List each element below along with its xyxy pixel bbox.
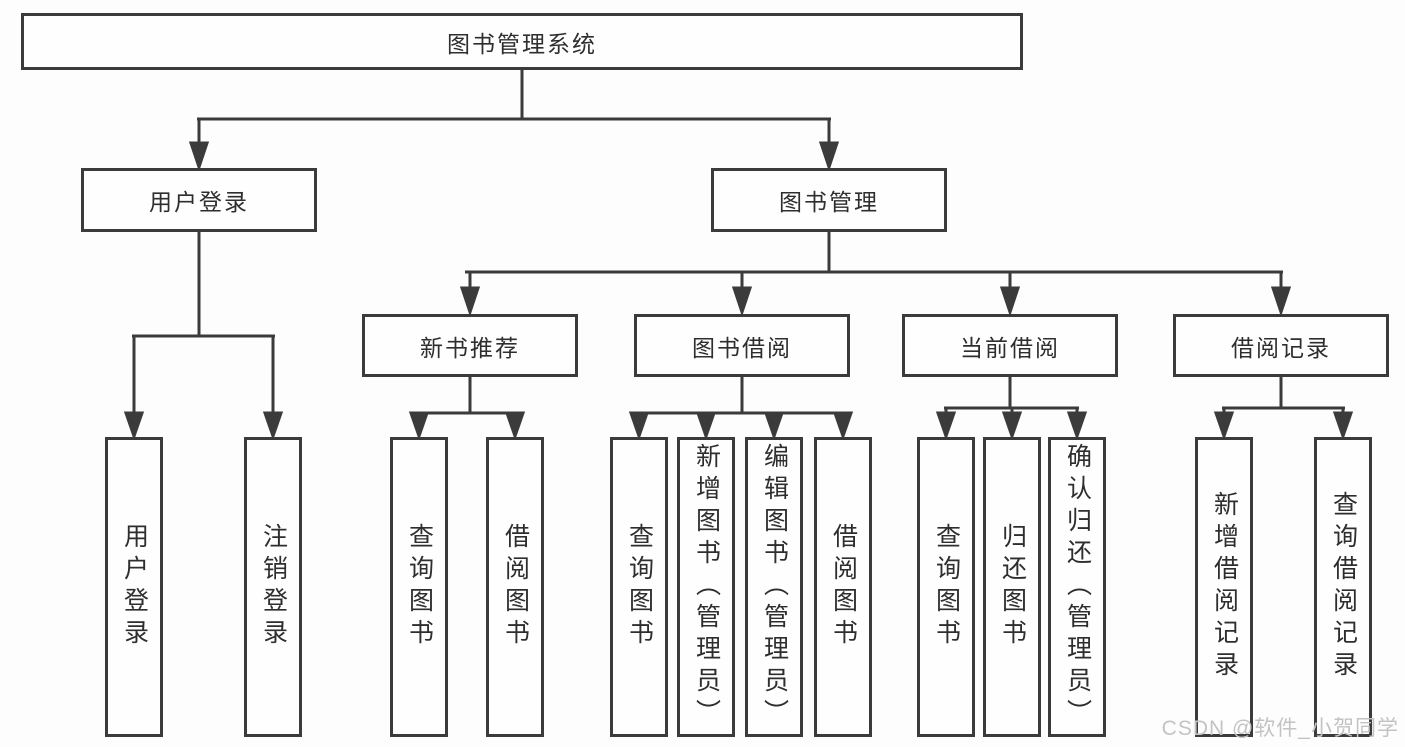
- node-book-mgmt-label: 图书管理: [779, 189, 879, 215]
- csdn-watermark: CSDN @软件_小贺同学: [1161, 717, 1399, 740]
- arrowhead: [262, 411, 284, 441]
- node-borrow-record-label: 借阅记录: [1231, 334, 1331, 361]
- arrowhead: [999, 286, 1021, 317]
- node-leaf-br-add-label: 新增借阅记录: [1210, 491, 1239, 683]
- arrowhead: [695, 411, 717, 441]
- node-leaf-rec-query: 查询图书: [390, 437, 448, 737]
- node-user-login: 用户登录: [81, 168, 317, 232]
- node-new-book-rec-label: 新书推荐: [420, 334, 520, 361]
- arrowhead: [504, 411, 526, 441]
- arrowhead: [1270, 286, 1292, 317]
- node-leaf-br-add: 新增借阅记录: [1195, 437, 1253, 737]
- arrowhead: [459, 286, 481, 317]
- node-book-borrow: 图书借阅: [634, 314, 850, 377]
- arrowhead: [935, 411, 957, 441]
- node-leaf-user-login-label: 用户登录: [120, 523, 149, 651]
- node-leaf-rec-query-label: 查询图书: [405, 523, 434, 651]
- node-leaf-bb-edit-label: 编辑图书（管理员）: [760, 443, 789, 731]
- arrowhead: [188, 141, 210, 172]
- node-book-mgmt: 图书管理: [711, 168, 947, 232]
- arrowhead: [731, 286, 753, 317]
- node-new-book-rec: 新书推荐: [362, 314, 578, 377]
- node-root-label: 图书管理系统: [447, 30, 597, 57]
- arrowhead: [1001, 411, 1023, 441]
- node-leaf-cb-confirm: 确认归还（管理员）: [1048, 437, 1106, 737]
- node-leaf-cb-query-label: 查询图书: [932, 523, 961, 651]
- arrowhead: [1213, 411, 1235, 441]
- node-leaf-logout: 注销登录: [244, 437, 302, 737]
- arrowhead: [763, 411, 785, 441]
- node-leaf-br-query-label: 查询借阅记录: [1329, 491, 1358, 683]
- node-leaf-bb-add: 新增图书（管理员）: [677, 437, 735, 737]
- node-leaf-cb-query: 查询图书: [917, 437, 975, 737]
- node-user-login-label: 用户登录: [149, 189, 249, 215]
- arrowhead: [123, 411, 145, 441]
- node-leaf-bb-query-label: 查询图书: [625, 523, 654, 651]
- node-book-borrow-label: 图书借阅: [692, 334, 792, 361]
- node-leaf-logout-label: 注销登录: [259, 523, 288, 651]
- node-leaf-rec-borrow-label: 借阅图书: [501, 523, 530, 651]
- node-borrow-record: 借阅记录: [1173, 314, 1389, 377]
- node-leaf-user-login: 用户登录: [105, 437, 163, 737]
- node-leaf-rec-borrow: 借阅图书: [486, 437, 544, 737]
- node-leaf-cb-return: 归还图书: [983, 437, 1041, 737]
- node-leaf-bb-borrow-label: 借阅图书: [829, 523, 858, 651]
- arrowhead: [1332, 411, 1354, 441]
- arrowhead: [1066, 411, 1088, 441]
- node-leaf-bb-add-label: 新增图书（管理员）: [692, 443, 721, 731]
- node-leaf-cb-confirm-label: 确认归还（管理员）: [1063, 443, 1092, 731]
- connector-user-login-children: [123, 231, 284, 441]
- arrowhead: [832, 411, 854, 441]
- node-leaf-cb-return-label: 归还图书: [998, 523, 1027, 651]
- connector-new-book-rec-children: [408, 376, 526, 441]
- node-leaf-bb-edit: 编辑图书（管理员）: [745, 437, 803, 737]
- connector-book-mgmt-to-level3: [459, 231, 1292, 317]
- arrowhead: [628, 411, 650, 441]
- arrowhead: [408, 411, 430, 441]
- connector-book-borrow-children: [628, 376, 854, 441]
- node-current-borrow-label: 当前借阅: [960, 334, 1060, 361]
- connector-root-to-level2: [188, 70, 840, 172]
- node-leaf-br-query: 查询借阅记录: [1314, 437, 1372, 737]
- node-leaf-bb-query: 查询图书: [610, 437, 668, 737]
- node-root: 图书管理系统: [21, 13, 1023, 70]
- node-leaf-bb-borrow: 借阅图书: [814, 437, 872, 737]
- arrowhead: [818, 141, 840, 172]
- connector-borrow-record-children: [1213, 376, 1354, 441]
- connector-current-borrow-children: [935, 376, 1088, 441]
- node-current-borrow: 当前借阅: [902, 314, 1118, 377]
